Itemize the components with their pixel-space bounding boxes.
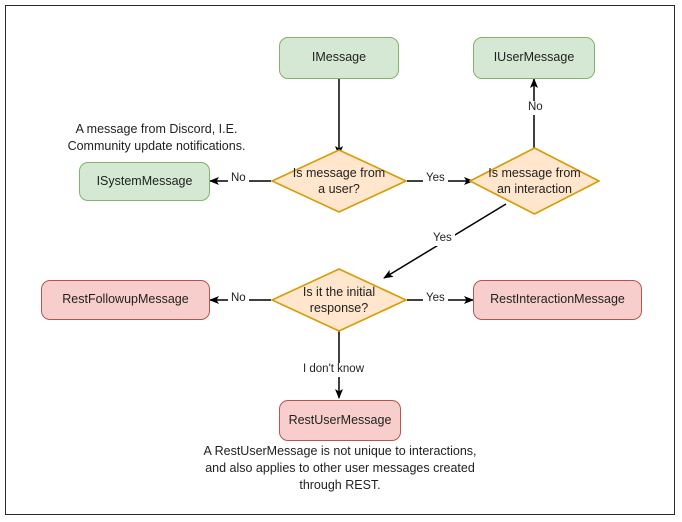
node-isystemmessage-label: ISystemMessage: [96, 173, 193, 188]
node-restinteractionmessage[interactable]: RestInteractionMessage: [473, 280, 642, 320]
node-restinteractionmessage-label: RestInteractionMessage: [490, 292, 625, 307]
decision-is-message-from-user-label: Is message from a user?: [292, 165, 386, 196]
edge-label-user-yes: Yes: [423, 172, 448, 186]
node-imessage-label: IMessage: [311, 50, 367, 65]
decision-is-message-from-user[interactable]: Is message from a user?: [271, 149, 407, 213]
node-iusermessage-label: IUserMessage: [493, 50, 575, 65]
decision-is-initial-response-label: Is it the initial response?: [302, 284, 376, 315]
decision-is-initial-response[interactable]: Is it the initial response?: [271, 268, 407, 332]
edge-label-initial-no: No: [228, 292, 249, 306]
edge-label-i-dont-know: I don't know: [300, 363, 368, 377]
node-restfollowupmessage-label: RestFollowupMessage: [62, 292, 189, 307]
decision-is-message-from-interaction-label: Is message from an interaction: [488, 165, 581, 196]
edge-label-interaction-no: No: [525, 101, 546, 115]
diagram-canvas: IMessage IUserMessage A message from Dis…: [5, 5, 675, 515]
node-restusermessage[interactable]: RestUserMessage: [279, 400, 401, 441]
edge-label-user-no: No: [228, 172, 249, 186]
node-restfollowupmessage[interactable]: RestFollowupMessage: [41, 280, 210, 320]
node-restusermessage-label: RestUserMessage: [288, 412, 392, 427]
node-isystemmessage[interactable]: ISystemMessage: [79, 162, 210, 201]
node-imessage[interactable]: IMessage: [279, 37, 399, 79]
edge-label-interaction-yes: Yes: [430, 232, 455, 246]
node-iusermessage[interactable]: IUserMessage: [473, 37, 595, 79]
note-rest-user-message: A RestUserMessage is not unique to inter…: [203, 444, 477, 492]
note-system-message: A message from Discord, I.E. Community u…: [67, 122, 246, 153]
decision-is-message-from-interaction[interactable]: Is message from an interaction: [469, 147, 600, 215]
edge-label-initial-yes: Yes: [423, 292, 448, 306]
